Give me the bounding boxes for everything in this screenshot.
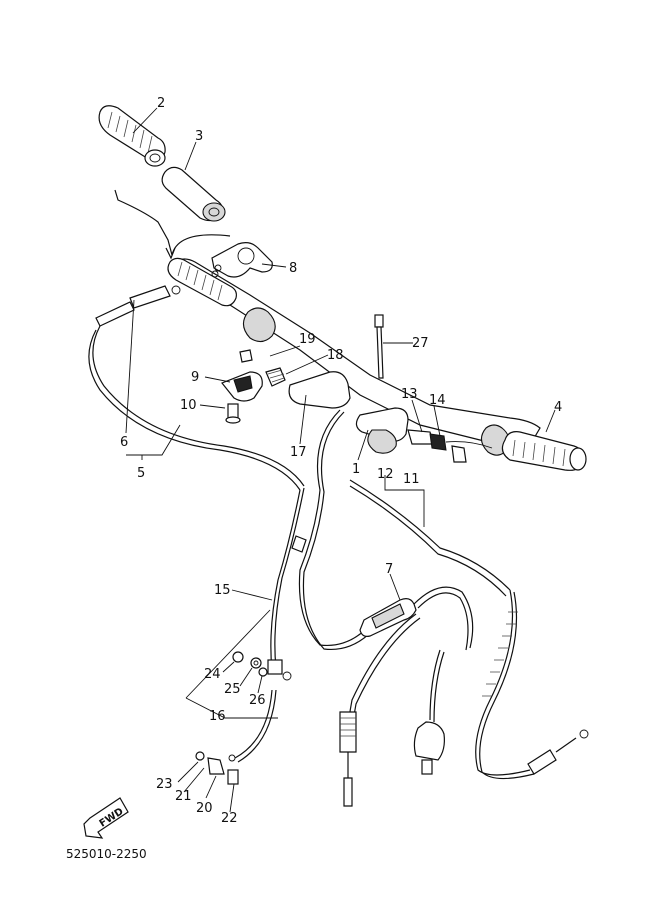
left-grip-part-2 [98,105,166,167]
callout-label-3: 3 [195,129,203,144]
throttle-parts-9-10-18-19 [221,349,286,424]
throttle-cable-part-5-6 [88,285,305,491]
callout-label-7: 7 [385,562,393,577]
callout-label-19: 19 [299,332,316,347]
callout-label-26: 26 [249,693,266,708]
callout-label-9: 9 [191,370,199,385]
callout-label-20: 20 [196,801,213,816]
callout-label-1: 1 [352,462,360,477]
callout-labels: 2 3 8 19 18 9 10 27 13 14 4 6 5 17 1 12 … [120,96,562,826]
adjuster-parts-13-14 [407,429,493,463]
callout-label-13: 13 [401,387,418,402]
callout-label-5: 5 [137,466,145,481]
fasteners-20-26 [195,651,268,785]
callout-label-17: 17 [290,445,307,460]
callout-label-18: 18 [327,348,344,363]
leader-lines [125,107,556,813]
callout-label-23: 23 [156,777,173,792]
callout-label-25: 25 [224,682,241,697]
fwd-arrow-icon: FWD [83,797,129,839]
document-code: 525010-2250 [66,847,147,861]
callout-label-14: 14 [429,393,446,408]
callout-label-15: 15 [214,583,231,598]
right-grip-part-4 [501,431,587,471]
handlebar [167,257,541,456]
callout-label-6: 6 [120,435,128,450]
cable-assembly-15-16 [228,487,305,763]
callout-label-4: 4 [554,400,562,415]
callout-label-24: 24 [204,667,221,682]
long-cable-right [475,589,589,780]
callout-label-27: 27 [412,336,429,351]
callout-label-22: 22 [221,811,238,826]
callout-label-11: 11 [403,472,420,487]
throttle-tube-part-3 [161,166,226,222]
clamp-part-8 [211,242,273,278]
callout-label-16: 16 [209,709,226,724]
callout-label-12: 12 [377,467,394,482]
callout-label-10: 10 [180,398,197,413]
cable-assembly-7-11-12 [291,409,511,807]
callout-label-2: 2 [157,96,165,111]
throttle-housing-part-1 [288,371,409,454]
assembly-bracket [114,189,231,256]
callout-label-8: 8 [289,261,297,276]
cable-tie-part-27 [374,314,384,379]
callout-label-21: 21 [175,789,192,804]
